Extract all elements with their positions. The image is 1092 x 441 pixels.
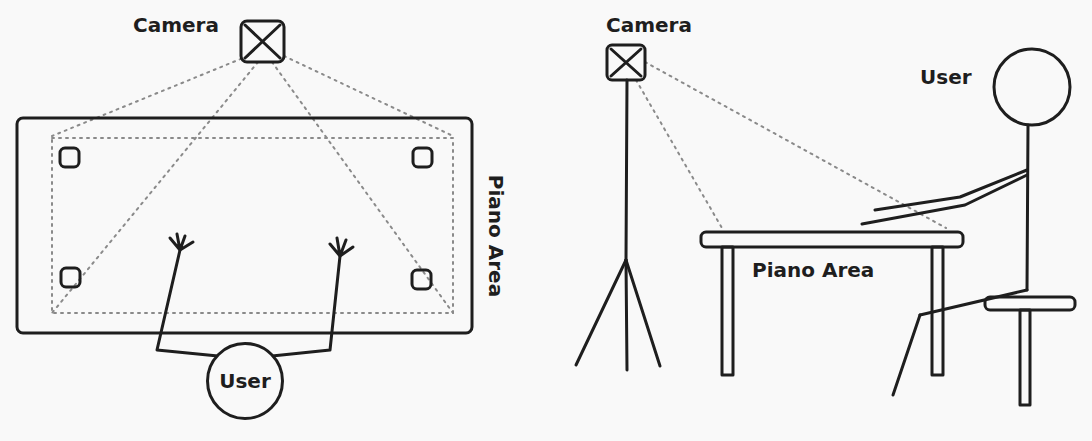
camera-icon	[241, 21, 284, 62]
text-label: User	[920, 66, 972, 88]
text-label: Piano Area	[485, 175, 507, 297]
text-label: Piano Area	[752, 259, 874, 281]
table-side	[701, 232, 963, 375]
user-figure	[862, 49, 1075, 405]
piano-table	[17, 118, 472, 333]
camera-tripod	[576, 45, 660, 370]
arms	[157, 234, 353, 356]
markers	[60, 148, 432, 289]
user-circle: User	[206, 342, 284, 420]
text-label: Camera	[606, 14, 692, 36]
view-lines-side	[636, 62, 946, 228]
view-lines	[52, 56, 453, 313]
user-label: User	[219, 369, 271, 393]
text-label: Camera	[133, 14, 219, 36]
